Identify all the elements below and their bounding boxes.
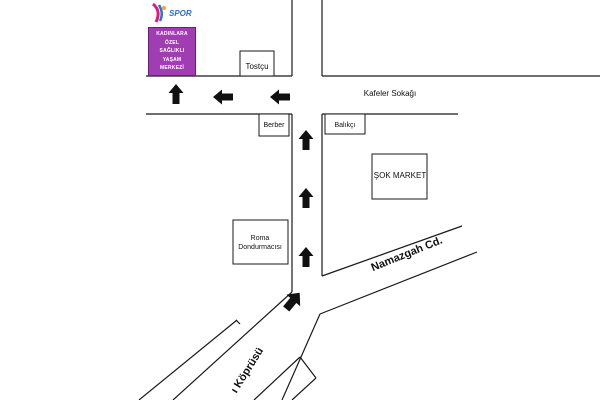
namazgah-street-label: Namazgah Cd.	[369, 234, 444, 274]
roma-box	[232, 219, 289, 265]
berber-box	[258, 113, 290, 137]
tostcu-box	[239, 50, 275, 77]
center-line: SAĞLIKLI	[159, 48, 185, 55]
road-edge	[319, 251, 478, 315]
kafeler-street-label: Kafeler Sokağı	[364, 89, 416, 98]
roma-label-line2: Dondurmacısı	[238, 244, 282, 251]
roma-label-line1: Roma	[251, 235, 270, 242]
road-edge	[172, 291, 293, 400]
road-edge	[299, 356, 317, 379]
brand-logo: SPOR	[150, 2, 196, 24]
center-line: ÖZEL	[164, 39, 180, 46]
road-edge	[291, 377, 317, 400]
direction-arrow-icon	[213, 89, 233, 105]
direction-arrow-icon	[298, 247, 314, 267]
bridge-street-label: ı Köprüsü	[229, 345, 266, 395]
tostcu-label: Tostçu	[245, 62, 268, 71]
balikci-box	[324, 113, 366, 135]
road-edge	[321, 225, 463, 277]
brand-text: SPOR	[169, 9, 192, 18]
brand-logo-icon: SPOR	[151, 2, 192, 23]
road-edge	[253, 356, 301, 400]
road-edge	[281, 313, 321, 400]
direction-arrow-icon	[298, 188, 314, 208]
direction-arrow-icon	[270, 89, 290, 105]
berber-label: Berber	[263, 122, 285, 129]
road-edge	[138, 319, 238, 400]
sok-market-label: ŞOK MARKET	[374, 171, 427, 180]
womens-wellness-center: KADINLARA ÖZEL SAĞLIKLI YAŞAM MERKEZİ	[148, 27, 196, 76]
direction-arrow-icon	[298, 130, 314, 150]
direction-arrow-icon	[283, 292, 301, 312]
center-line: YAŞAM	[162, 56, 182, 63]
balikci-label: Balıkçı	[334, 122, 355, 129]
direction-arrow-icon	[168, 84, 184, 104]
road-edge	[235, 319, 241, 325]
center-line: MERKEZİ	[160, 65, 184, 72]
center-line: KADINLARA	[156, 31, 188, 38]
sok-market-box	[371, 153, 428, 200]
